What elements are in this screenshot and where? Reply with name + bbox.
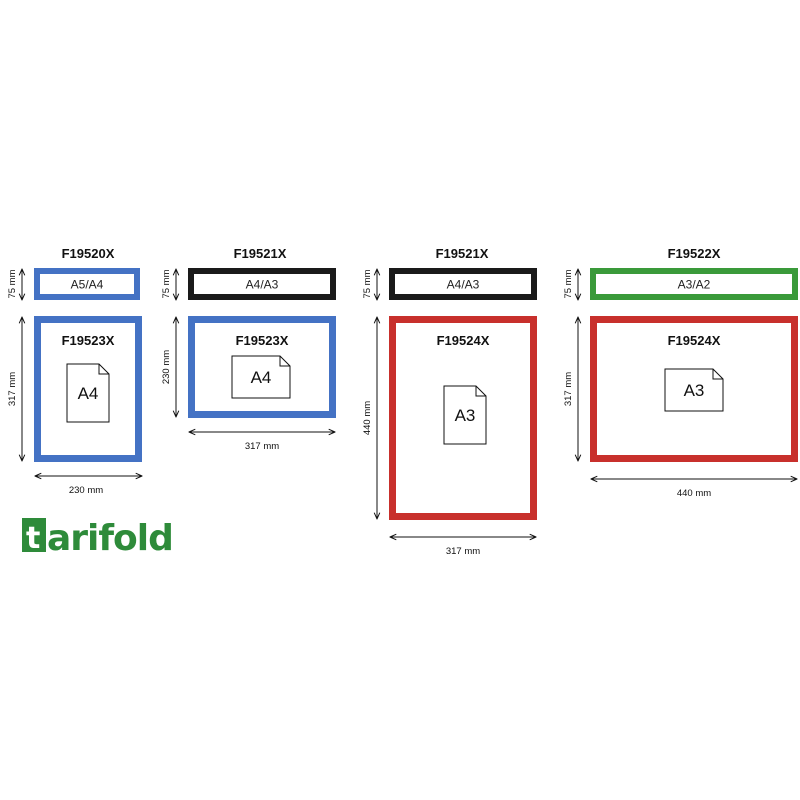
top-frame-strip	[590, 268, 798, 300]
logo-t-block	[22, 518, 46, 552]
bottom-product-code: F19523X	[62, 333, 115, 348]
top-height-dimension: 75 mm	[7, 269, 18, 298]
bottom-height-dimension: 317 mm	[563, 372, 574, 406]
top-height-dimension: 75 mm	[362, 269, 373, 298]
document-fold	[712, 369, 723, 380]
bottom-height-dimension: 317 mm	[7, 372, 18, 406]
document-icon	[66, 363, 110, 423]
top-product-code: F19521X	[234, 246, 287, 261]
document-fold	[98, 364, 109, 375]
bottom-width-dimension: 440 mm	[677, 488, 711, 499]
top-frame-format-label: A4/A3	[246, 278, 279, 292]
top-frame-format-label: A5/A4	[71, 278, 104, 292]
document-fold	[279, 356, 290, 367]
top-frame-strip	[34, 268, 140, 300]
bottom-height-dimension: 440 mm	[362, 401, 373, 435]
document-format-label: A3	[455, 406, 476, 425]
document-format-label: A4	[78, 384, 99, 403]
top-frame-strip	[389, 268, 537, 300]
document-fold	[475, 386, 486, 397]
bottom-height-dimension: 230 mm	[161, 350, 172, 384]
bottom-product-code: F19524X	[437, 333, 490, 348]
document-format-label: A4	[251, 368, 272, 387]
top-frame-format-label: A4/A3	[447, 278, 480, 292]
bottom-product-code: F19523X	[236, 333, 289, 348]
top-frame-format-label: A3/A2	[678, 278, 711, 292]
document-format-label: A3	[684, 381, 705, 400]
top-height-dimension: 75 mm	[161, 269, 172, 298]
bottom-width-dimension: 317 mm	[245, 441, 279, 452]
document-icon	[443, 385, 487, 445]
top-frame-strip	[188, 268, 336, 300]
bottom-width-dimension: 317 mm	[446, 546, 480, 557]
bottom-product-code: F19524X	[668, 333, 721, 348]
top-height-dimension: 75 mm	[563, 269, 574, 298]
top-product-code: F19520X	[62, 246, 115, 261]
tarifold-logo: t arifold	[22, 518, 174, 559]
document-icon	[664, 368, 724, 412]
logo-t-letter: t	[26, 521, 40, 556]
document-icon	[231, 355, 291, 399]
top-product-code: F19522X	[668, 246, 721, 261]
top-product-code: F19521X	[436, 246, 489, 261]
bottom-width-dimension: 230 mm	[69, 485, 103, 496]
logo-text: arifold	[47, 518, 173, 559]
